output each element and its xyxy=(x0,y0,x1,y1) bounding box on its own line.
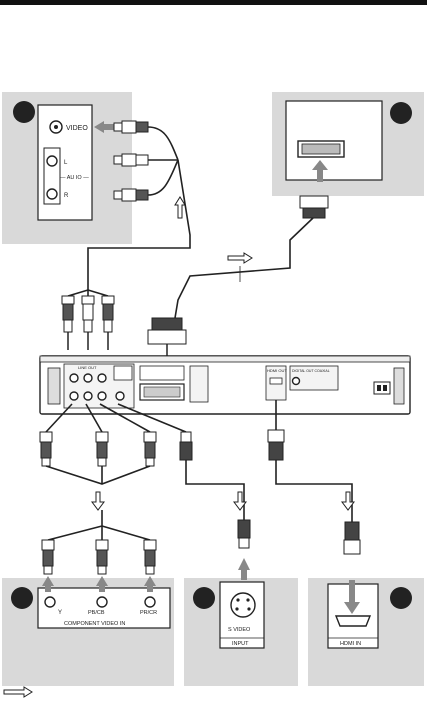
video-label: VIDEO xyxy=(66,125,88,132)
panel-c-component-input: Y PB/CB PR/CR COMPONENT VIDEO IN xyxy=(2,576,174,686)
video-jack-center xyxy=(54,125,58,129)
svideo-jack xyxy=(230,592,256,618)
panel-a-av-input: VIDEO L — AU IO — R xyxy=(2,92,149,244)
panel-d-badge xyxy=(193,587,215,609)
component-y-jack xyxy=(44,596,56,608)
signal-flow-arrow-up xyxy=(174,196,186,219)
power-inlet xyxy=(373,381,391,395)
rca-plug-audio-l xyxy=(113,153,149,167)
top-rule xyxy=(0,0,427,5)
svideo-plug-upper xyxy=(179,431,245,520)
scart-plug-bottom xyxy=(147,317,187,360)
hdmi-out-label: HDMI OUT xyxy=(267,368,287,373)
panel-c-jack-plate xyxy=(37,587,171,629)
line-out-label: LINE OUT xyxy=(78,365,97,370)
component-pb-jack xyxy=(96,596,108,608)
component-plug-pr-upper xyxy=(143,431,157,467)
dvd-player-rear-panel: LINE OUT HDMI OUT DIGITAL OUT COAXIAL xyxy=(39,355,411,415)
panel-b-scart-input xyxy=(272,92,424,196)
player-hdmi-port xyxy=(269,377,283,385)
signal-flow-arrow-right xyxy=(227,252,253,282)
audio-r-jack xyxy=(46,188,58,200)
scart-cable xyxy=(174,217,314,319)
insert-arrow-video xyxy=(94,121,114,133)
panel-e-hdmi-input: HDMI IN xyxy=(308,578,424,686)
hdmi-plug-lower xyxy=(343,521,361,555)
legend-signal-flow-arrow xyxy=(3,686,33,698)
component-video-in-label: COMPONENT VIDEO IN xyxy=(64,621,125,627)
insert-arrow-hdmi xyxy=(344,580,360,614)
component-cable-lower xyxy=(41,510,157,575)
component-pr-jack xyxy=(144,596,156,608)
panel-d-svideo-input: S VIDEO INPUT xyxy=(184,558,298,686)
audio-r-label: R xyxy=(64,193,69,199)
panel-c-badge xyxy=(11,587,33,609)
input-label: INPUT xyxy=(232,641,249,647)
component-pr-label: PR/CR xyxy=(140,610,157,616)
insert-arrow-scart xyxy=(312,160,328,182)
hdmi-in-label: HDMI IN xyxy=(340,641,361,647)
panel-b-badge xyxy=(390,102,412,124)
audio-l-label: L xyxy=(64,160,68,166)
component-pb-label: PB/CB xyxy=(88,610,105,616)
panel-e-badge xyxy=(390,587,412,609)
svideo-label: S VIDEO xyxy=(228,627,251,633)
svideo-plug-lower xyxy=(237,519,251,549)
component-plug-y-upper xyxy=(39,431,53,467)
rca-plug-video xyxy=(113,120,149,134)
rca-plug-audio-r xyxy=(113,188,149,202)
hdmi-in-port xyxy=(334,615,372,627)
scart-plug-top xyxy=(299,195,329,219)
signal-flow-arrows-down xyxy=(91,491,355,511)
component-plug-pb-upper xyxy=(95,431,109,467)
audio-l-jack xyxy=(46,155,58,167)
audio-label: — AU IO — xyxy=(60,175,89,181)
component-y-label: Y xyxy=(58,610,62,616)
rca-plugs-upper xyxy=(61,289,115,350)
component-cable-upper xyxy=(39,403,187,485)
hdmi-plug-upper xyxy=(267,400,353,522)
panel-a-badge xyxy=(13,101,35,123)
av-cable-bundle xyxy=(87,126,191,290)
audio-jack-group xyxy=(43,147,61,205)
coaxial-label: DIGITAL OUT COAXIAL xyxy=(292,369,330,373)
